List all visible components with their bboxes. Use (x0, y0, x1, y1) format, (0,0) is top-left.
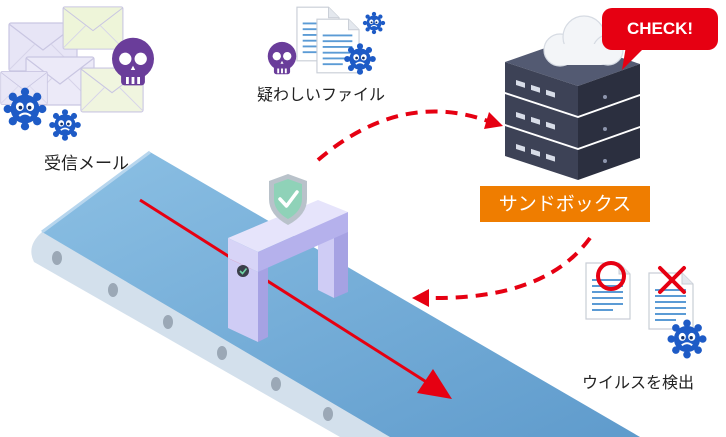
gate-sensor-icon (237, 265, 249, 277)
roller (217, 346, 227, 360)
virus-icon (48, 108, 82, 142)
back-to-belt-arrow-head (412, 289, 429, 307)
belt-rollers (52, 251, 333, 421)
virus-icon (362, 11, 386, 35)
gate-beam-end (228, 238, 258, 272)
gate-beam-top (228, 200, 348, 252)
roller (52, 251, 62, 265)
suspicious-file-cluster (267, 6, 386, 76)
gate-left-pillar-side-face (258, 267, 268, 342)
gate-left-pillar-front-face (228, 258, 258, 342)
circle-mark-icon (596, 261, 626, 291)
server-unit (505, 94, 640, 148)
check-speech-bubble (602, 8, 718, 70)
belt-edge-highlight (41, 150, 151, 234)
roller (271, 377, 281, 391)
bubble-tail (622, 46, 646, 70)
back-to-belt-arrow (412, 236, 592, 307)
received-mail-label: 受信メール (44, 154, 129, 174)
gate-right-pillar-left-face (318, 226, 334, 298)
roller (108, 283, 118, 297)
virus-detection-result (585, 261, 708, 360)
flow-arrow-head (417, 369, 452, 399)
flow-arrow-line (139, 198, 429, 385)
skull-icon (267, 41, 297, 75)
mail-flow-arrow (139, 198, 452, 399)
to-sandbox-arrow-head (484, 112, 503, 129)
gate-sensor-mark (239, 268, 248, 275)
received-mail-cluster (0, 6, 154, 142)
to-sandbox-arrow-line (316, 109, 489, 162)
suspicious-file-label: 疑わしいファイル (257, 85, 386, 104)
check-label: CHECK! (626, 19, 694, 38)
server-icon (505, 15, 640, 180)
inspection-gate (228, 174, 348, 342)
bubble-body (602, 8, 718, 50)
virus-icon (666, 318, 708, 360)
gate-beam-front (258, 212, 348, 272)
cloud-icon (543, 15, 624, 67)
roller (163, 315, 173, 329)
shield-check-icon (269, 174, 307, 225)
virus-icon (343, 42, 377, 76)
gate-right-pillar-right-face (334, 228, 348, 298)
back-to-belt-arrow-line (427, 236, 592, 301)
server-unit (505, 126, 640, 180)
sandbox-label: サンドボックス (480, 186, 650, 222)
envelope-icon (62, 6, 124, 50)
virus-detected-label: ウイルスを検出 (582, 373, 695, 392)
virus-icon (2, 86, 48, 132)
cross-mark-icon (658, 266, 686, 294)
roller (323, 407, 333, 421)
to-sandbox-arrow (316, 109, 503, 162)
